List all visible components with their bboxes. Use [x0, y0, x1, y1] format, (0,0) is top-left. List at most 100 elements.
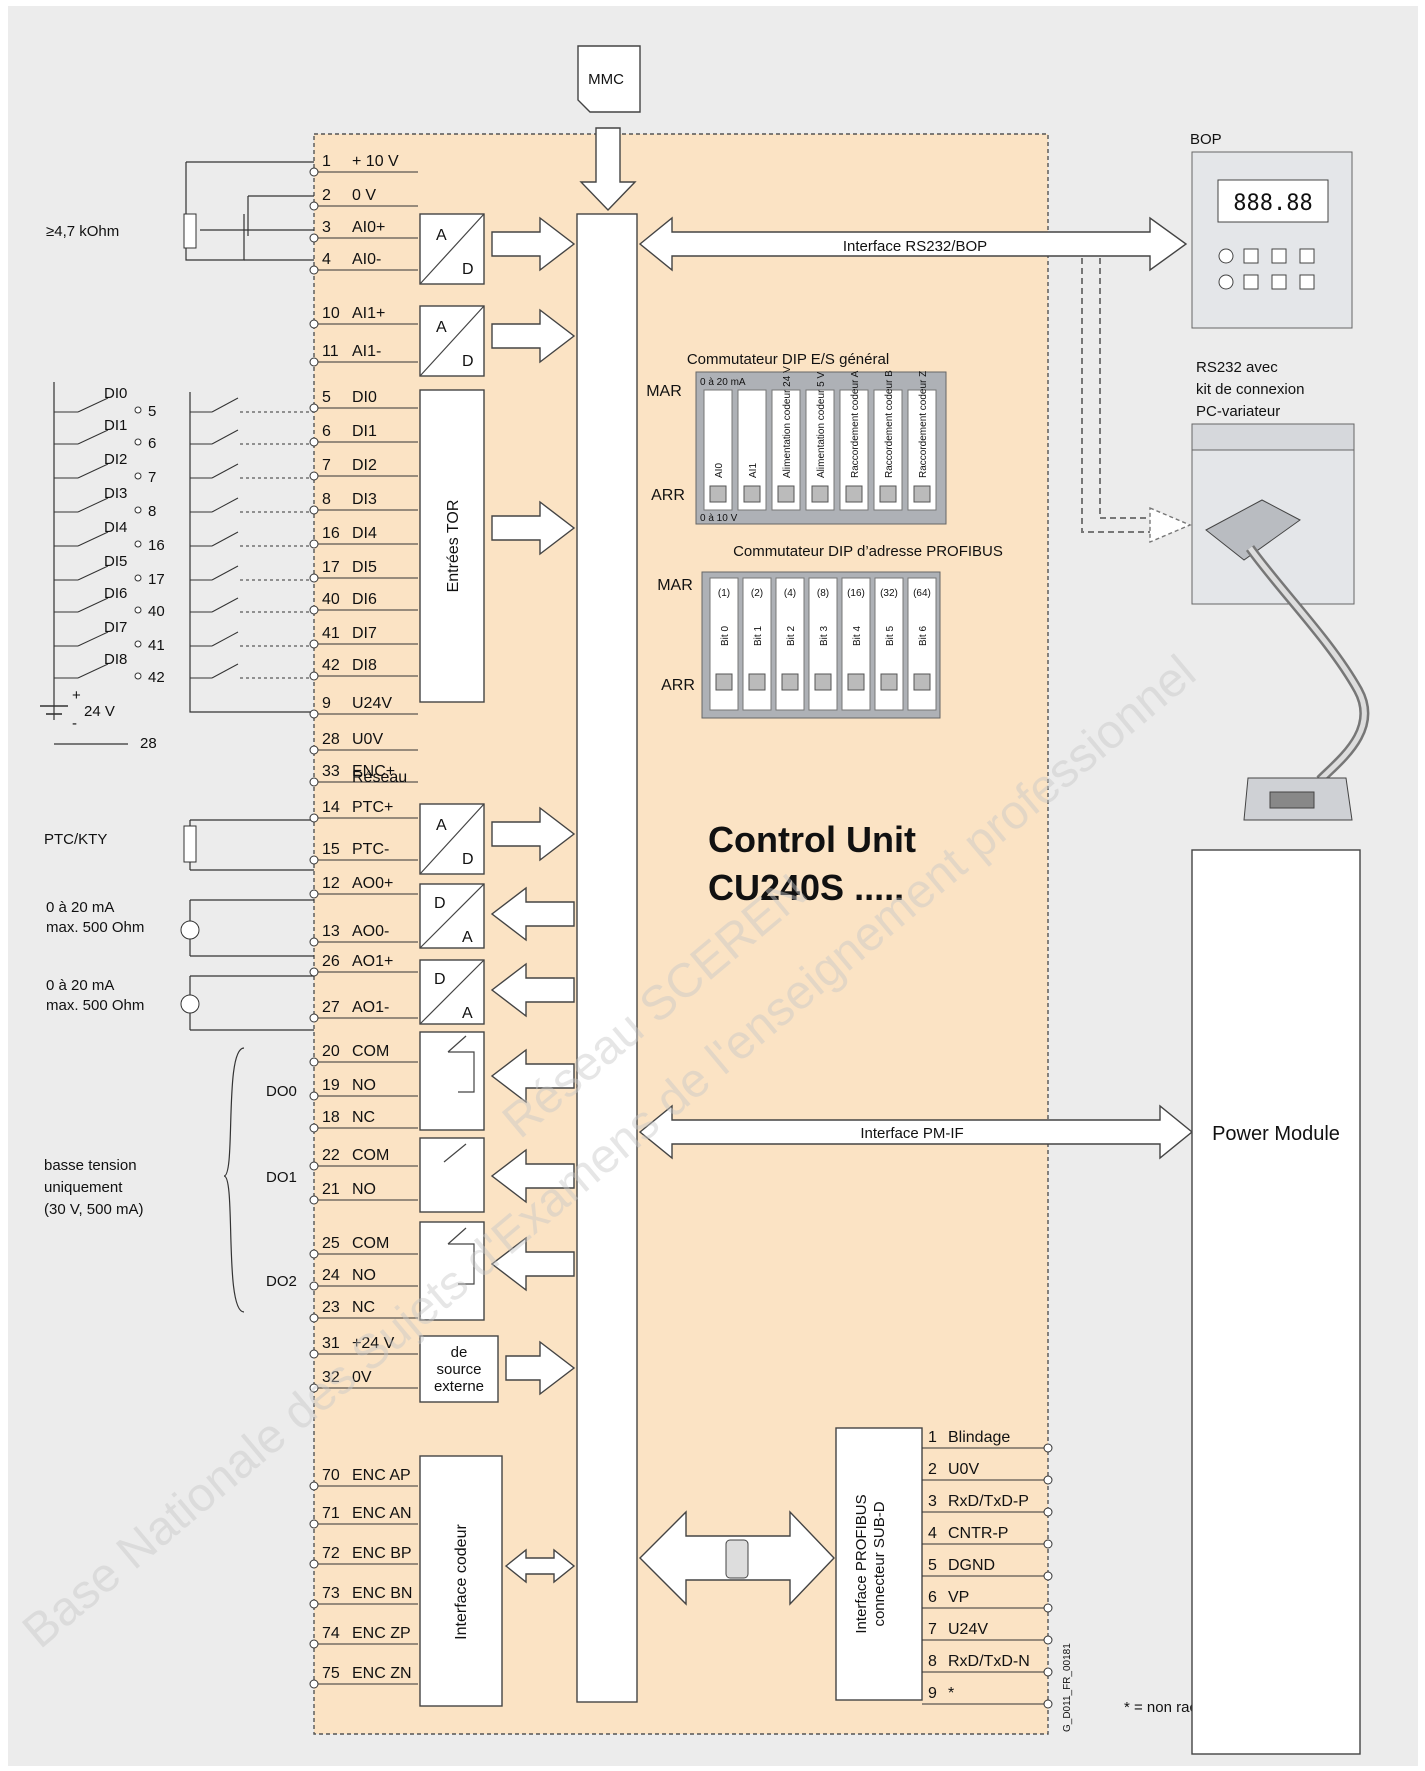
- terminal-number: 9: [322, 695, 331, 712]
- terminal-name: AI0-: [352, 251, 381, 268]
- svg-text:3: 3: [928, 1493, 937, 1510]
- svg-text:0 à 20 mA: 0 à 20 mA: [46, 977, 114, 994]
- terminal-name: ENC AP: [352, 1467, 411, 1484]
- terminal-name: AI1-: [352, 343, 381, 360]
- ptc-sensor: [183, 825, 197, 863]
- adc-ai0: A D: [419, 213, 485, 285]
- terminal-name: U0V: [352, 731, 383, 748]
- terminal-name: AI0+: [352, 219, 385, 236]
- di-label: DI0: [104, 385, 127, 402]
- terminal-number: 5: [322, 389, 331, 406]
- bop-title: BOP: [1190, 131, 1222, 148]
- terminal-name: ENC ZN: [352, 1665, 412, 1682]
- svg-text:AI0: AI0: [714, 463, 725, 478]
- relay-do2: [419, 1221, 485, 1321]
- svg-text:Bit 0: Bit 0: [720, 626, 731, 646]
- dip-es-switch-5: Raccordement codeur B: [873, 370, 903, 511]
- terminal-name: AO0+: [352, 875, 393, 892]
- svg-text:Bit 2: Bit 2: [786, 626, 797, 646]
- terminal-name: DI5: [352, 559, 377, 576]
- svg-text:Entrées TOR: Entrées TOR: [445, 500, 462, 593]
- di-pin: 17: [148, 571, 165, 588]
- terminal-32: 31+24 V: [309, 1335, 418, 1359]
- di-switch-7: DI7 41: [54, 619, 314, 654]
- terminal-name: ENC BP: [352, 1545, 412, 1562]
- terminal-number: 32: [322, 1369, 340, 1386]
- svg-text:(8): (8): [817, 588, 829, 599]
- svg-text:max. 500 Ohm: max. 500 Ohm: [46, 997, 144, 1014]
- svg-text:D: D: [462, 851, 474, 868]
- do-brace: [223, 1047, 245, 1313]
- svg-text:Interface PROFIBUS: Interface PROFIBUS: [853, 1494, 870, 1633]
- rs232-dashed-route: [1081, 258, 1192, 544]
- terminal-number: 3: [322, 219, 331, 236]
- di-label: DI5: [104, 553, 127, 570]
- svg-text:6: 6: [928, 1589, 937, 1606]
- svg-text:A: A: [462, 1005, 473, 1022]
- terminal-name: PTC-: [352, 841, 389, 858]
- svg-text:U0V: U0V: [948, 1461, 979, 1478]
- ao1-meter: [180, 994, 200, 1014]
- svg-text:source: source: [436, 1361, 481, 1378]
- rs232-kit: RS232 avec kit de connexion PC-variateur: [1191, 359, 1370, 821]
- di-label: DI7: [104, 619, 127, 636]
- terminal-name: NO: [352, 1267, 376, 1284]
- svg-text:Alimentation codeur 24 V: Alimentation codeur 24 V: [782, 366, 793, 478]
- source-externe-box: de source externe: [419, 1335, 499, 1403]
- svg-text:connecteur SUB-D: connecteur SUB-D: [871, 1501, 888, 1626]
- terminal-number: 8: [322, 491, 331, 508]
- adc-ai1: A D: [419, 305, 485, 377]
- dac-ao1: D A: [419, 959, 485, 1025]
- di-pin: 41: [148, 637, 165, 654]
- terminal-name: DI0: [352, 389, 377, 406]
- svg-text:D: D: [434, 971, 446, 988]
- terminal-number: 26: [322, 953, 340, 970]
- svg-text:D: D: [434, 895, 446, 912]
- di-label: DI1: [104, 417, 127, 434]
- svg-text:A: A: [436, 817, 447, 834]
- dip-profibus-switch-1: (2)Bit 1: [742, 577, 772, 711]
- terminal-number: 33: [322, 763, 340, 780]
- di-pin: 6: [148, 435, 156, 452]
- terminal-number: 2: [322, 187, 331, 204]
- terminal-number: 13: [322, 923, 340, 940]
- svg-text:RS232 avec: RS232 avec: [1196, 359, 1278, 376]
- svg-text:Bit 4: Bit 4: [852, 626, 863, 646]
- terminal-number: 31: [322, 1335, 340, 1352]
- bop-keys: [1218, 248, 1315, 290]
- terminal-name: DI1: [352, 423, 377, 440]
- control-unit-model: CU240S .....: [708, 867, 904, 908]
- terminal-number: 6: [322, 423, 331, 440]
- svg-text:CNTR-P: CNTR-P: [948, 1525, 1008, 1542]
- dip-es-switch-1: AI1: [737, 389, 767, 511]
- di-switch-1: DI1 6: [54, 417, 314, 452]
- interface-codeur-box: Interface codeur: [419, 1455, 503, 1707]
- svg-text:0 à 10 V: 0 à 10 V: [700, 513, 738, 524]
- svg-text:(2): (2): [751, 588, 763, 599]
- ao0-meter: [180, 920, 200, 940]
- terminal-6: 5 DI0: [309, 389, 418, 413]
- dip-profibus-switch-0: (1)Bit 0: [709, 577, 739, 711]
- terminal-name: DI2: [352, 457, 377, 474]
- terminal-name: COM: [352, 1235, 389, 1252]
- dip-es-switch-2: Alimentation codeur 24 V: [771, 366, 801, 511]
- supply-battery: [40, 705, 68, 715]
